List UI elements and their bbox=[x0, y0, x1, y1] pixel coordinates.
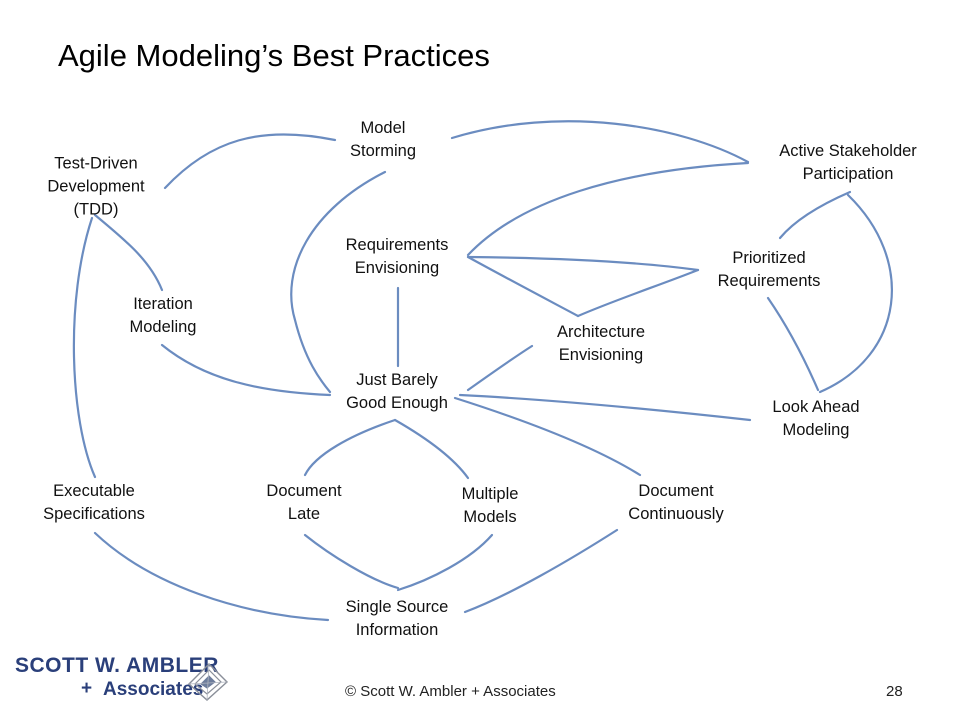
company-logo: SCOTT W. AMBLER + Associates bbox=[15, 654, 230, 706]
edge-tdd-executable bbox=[72, 216, 97, 479]
edge-architecture-just-barely bbox=[466, 344, 534, 392]
node-multiple-models: Multiple Models bbox=[461, 485, 519, 526]
edge-just-barely-doc-cont bbox=[453, 396, 642, 477]
edge-multiple-single bbox=[396, 533, 494, 592]
node-active-stakeholder-participation: Active Stakeholder Participation bbox=[779, 142, 917, 183]
edge-doc-late-single bbox=[303, 533, 400, 590]
edge-req-env-architecture bbox=[466, 255, 580, 318]
edge-model-storming-active bbox=[450, 120, 750, 164]
edge-tdd-model-storming bbox=[163, 133, 337, 190]
edge-executable-single bbox=[93, 531, 330, 622]
edge-tdd-iteration bbox=[93, 213, 164, 292]
node-document-late: Document Late bbox=[266, 482, 342, 523]
node-look-ahead-modeling: Look Ahead Modeling bbox=[772, 398, 860, 439]
node-single-source-information: Single Source Information bbox=[345, 598, 449, 639]
node-document-continuously: Document Continuously bbox=[628, 482, 724, 523]
copyright-notice: © Scott W. Ambler + Associates bbox=[345, 683, 556, 700]
logo-mark-icon bbox=[187, 663, 229, 701]
edge-active-look-ahead bbox=[818, 193, 893, 394]
node-executable-specifications: Executable Specifications bbox=[43, 482, 145, 523]
node-just-barely-good-enough: Just Barely Good Enough bbox=[346, 371, 448, 412]
edge-architecture-prioritized bbox=[576, 268, 700, 318]
edge-doc-cont-single bbox=[463, 528, 619, 614]
edge-just-barely-look-ahead bbox=[458, 393, 752, 422]
edge-just-barely-doc-late bbox=[303, 418, 397, 477]
page-title: Agile Modeling’s Best Practices bbox=[58, 38, 490, 73]
node-test-driven-development: Test-Driven Development (TDD) bbox=[47, 154, 145, 219]
edge-active-prioritized bbox=[778, 190, 852, 240]
page-number: 28 bbox=[886, 683, 903, 700]
node-model-storming: Model Storming bbox=[349, 119, 417, 160]
edge-just-barely-multiple bbox=[393, 418, 470, 480]
node-requirements-envisioning: Requirements Envisioning bbox=[345, 236, 449, 277]
edge-req-env-prioritized bbox=[466, 255, 700, 272]
edge-prioritized-look-ahead bbox=[766, 296, 820, 392]
node-architecture-envisioning: Architecture Envisioning bbox=[556, 323, 646, 364]
node-prioritized-requirements: Prioritized Requirements bbox=[717, 249, 821, 290]
edge-model-storming-just-barely bbox=[290, 170, 387, 394]
edge-iteration-just-barely bbox=[160, 343, 332, 397]
node-iteration-modeling: Iteration Modeling bbox=[129, 295, 197, 336]
edge-active-req-env bbox=[466, 161, 750, 257]
